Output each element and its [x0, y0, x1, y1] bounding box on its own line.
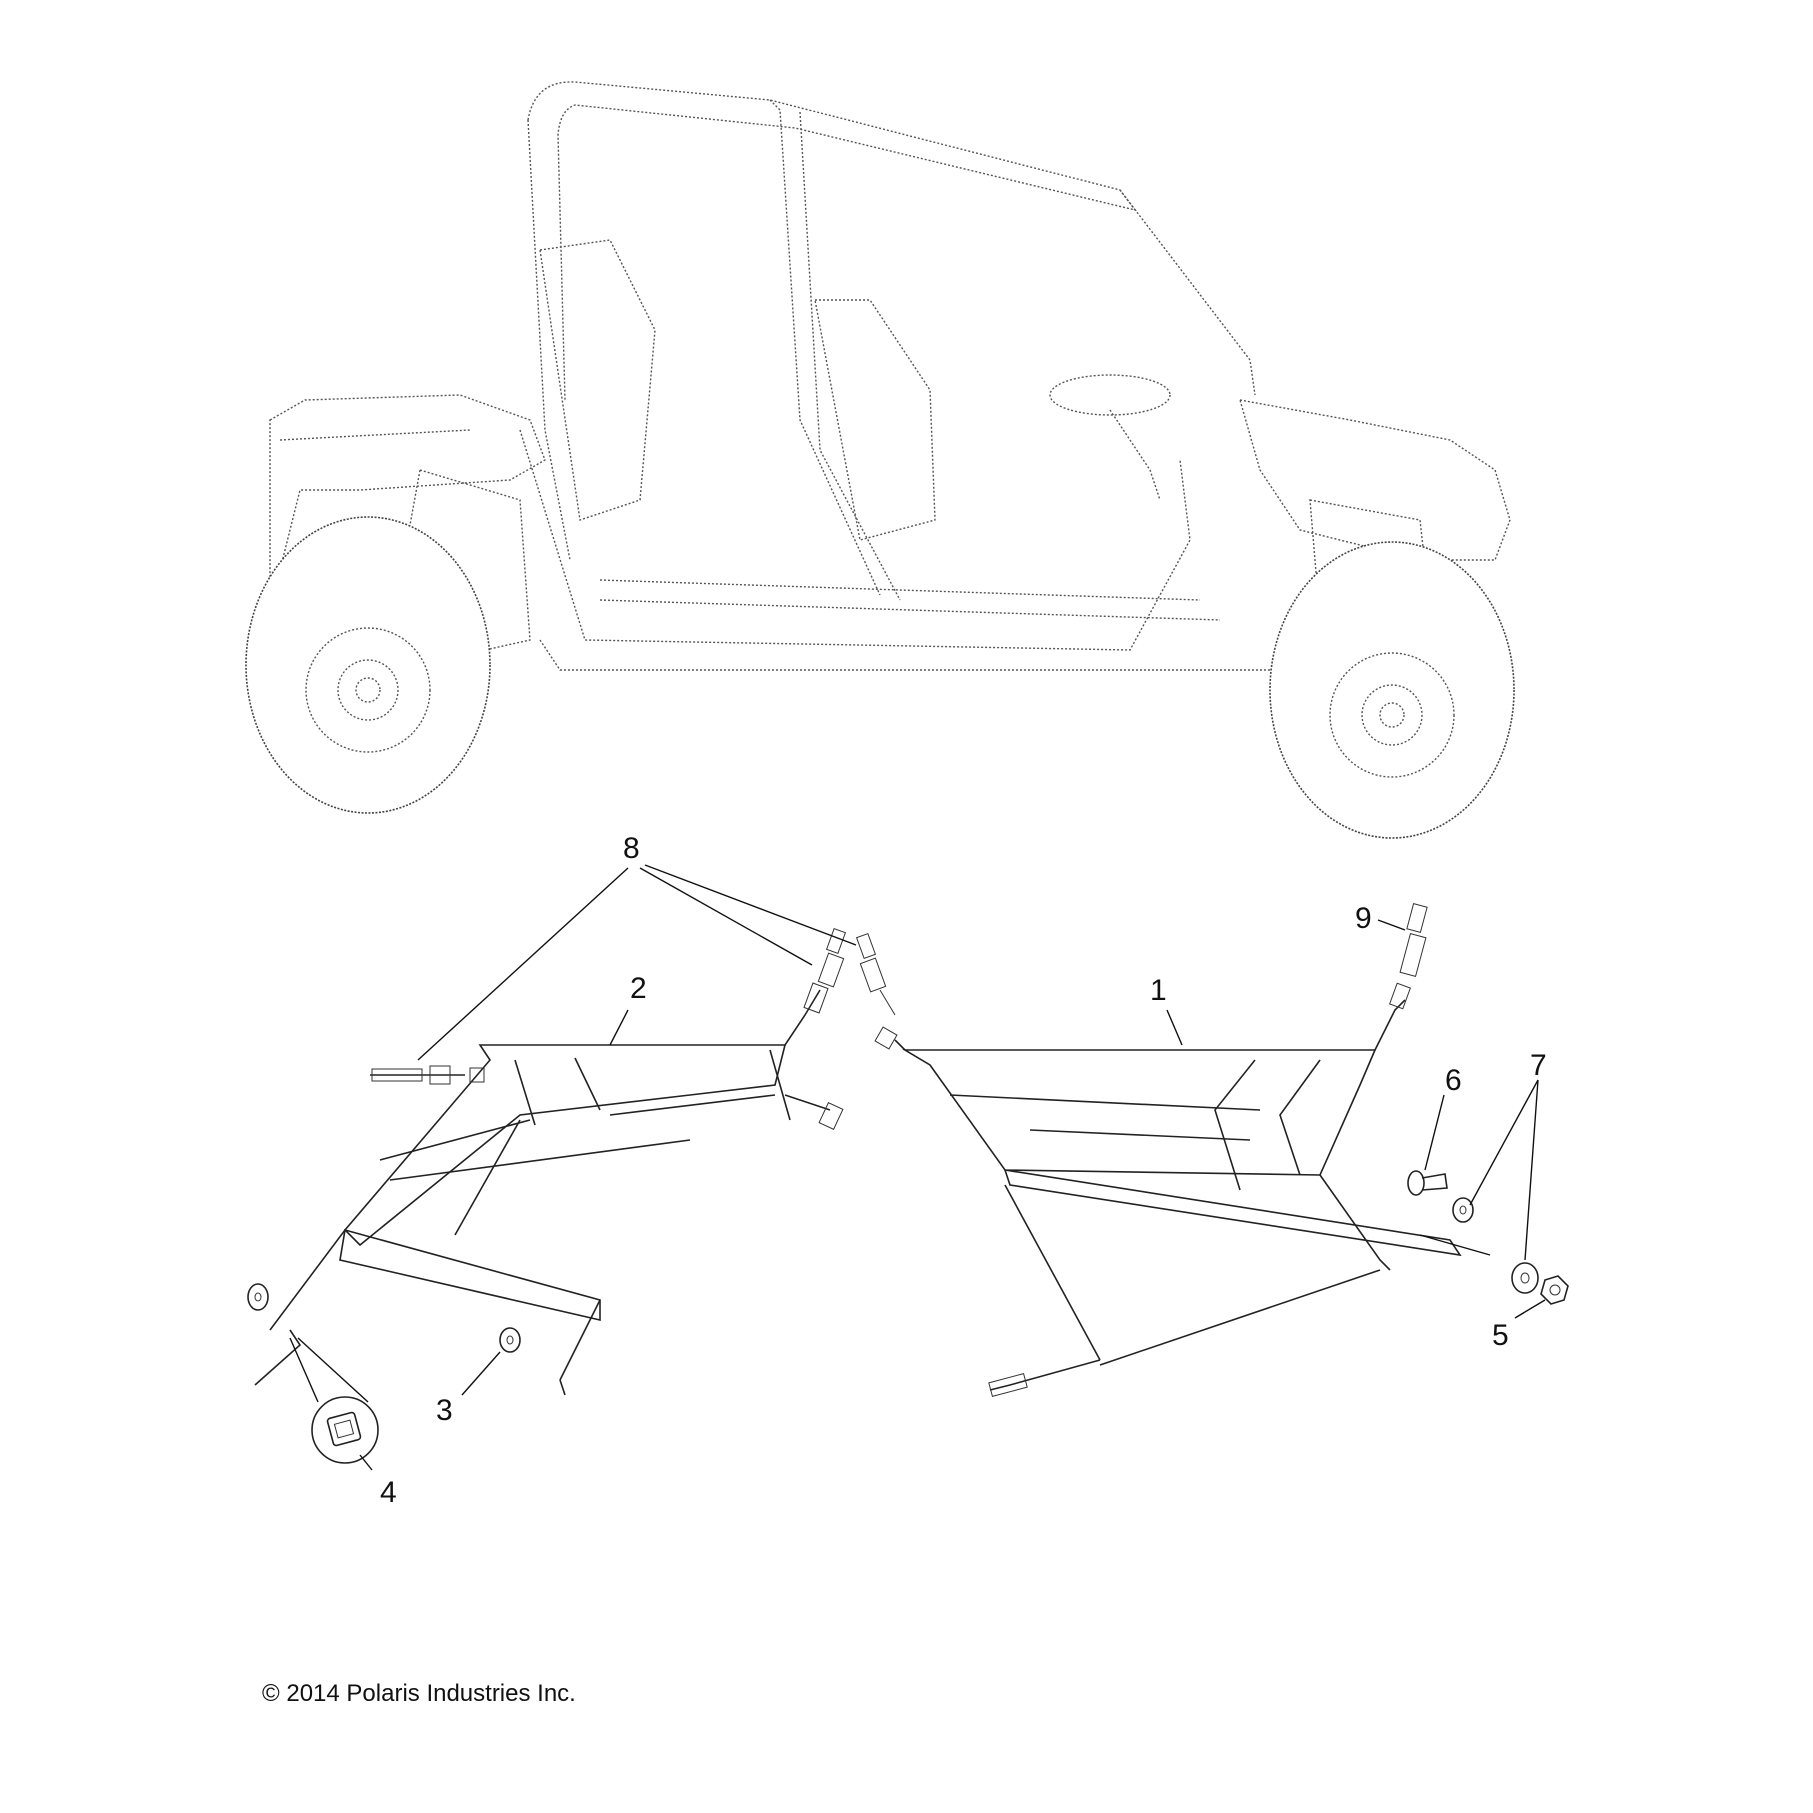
strap-buckles: [817, 903, 1428, 1016]
washer-left: [247, 1283, 269, 1311]
washer-item-7b: [1511, 1262, 1539, 1294]
callout-8: 8: [623, 832, 640, 865]
callout-5: 5: [1492, 1319, 1509, 1352]
callout-7: 7: [1530, 1049, 1547, 1082]
washer-item-7a: [1452, 1197, 1474, 1223]
washer-item-3: [499, 1327, 521, 1353]
callout-2: 2: [630, 972, 647, 1005]
callout-1: 1: [1150, 974, 1167, 1007]
callout-3: 3: [436, 1394, 453, 1427]
door-net-rear: [254, 982, 844, 1396]
door-net-front: [874, 982, 1462, 1398]
vehicle-illustration: [245, 81, 1515, 839]
leader-lines: [289, 864, 1546, 1471]
copyright-notice: © 2014 Polaris Industries Inc.: [262, 1680, 576, 1707]
bolt-item-6: [1407, 1170, 1425, 1196]
hardware: [247, 1170, 1569, 1464]
nut-item-5: [1540, 1275, 1569, 1305]
callout-4: 4: [380, 1476, 397, 1509]
callout-6: 6: [1445, 1064, 1462, 1097]
callout-labels: 1 2 3 4 5 6 7 8 9: [380, 832, 1547, 1509]
callout-9: 9: [1355, 902, 1372, 935]
detail-circle-item-4: [311, 1396, 379, 1464]
